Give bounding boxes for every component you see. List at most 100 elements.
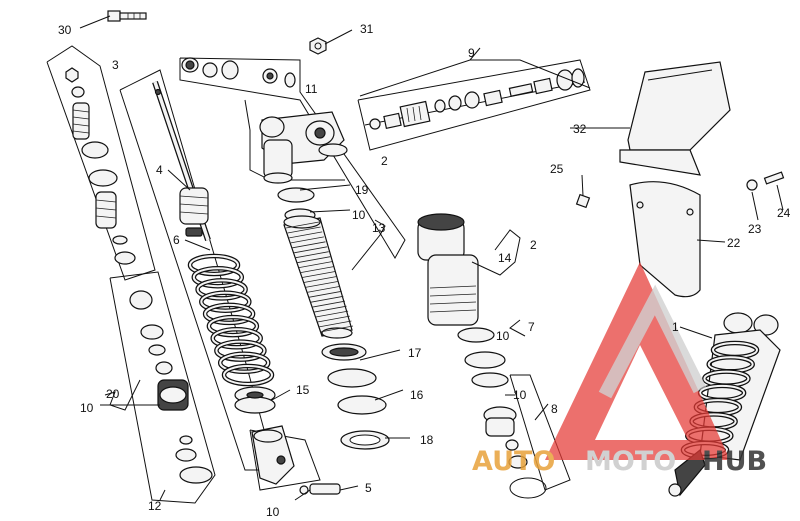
callout-30: 30 [58, 23, 72, 37]
spring-coil [200, 291, 251, 312]
watermark-text-auto: AUTO [472, 446, 555, 477]
bump-stop-4 [179, 187, 209, 237]
reservoir-14 [417, 213, 547, 499]
nut-31 [309, 37, 327, 55]
callout-5: 5 [365, 481, 372, 495]
group-brackets [46, 45, 591, 504]
spring-coil [211, 328, 262, 349]
damper-rib [319, 325, 354, 333]
damper-rib [303, 276, 337, 283]
callout-17: 17 [408, 346, 422, 360]
callout-22: 22 [727, 236, 741, 250]
callout-1: 1 [672, 320, 679, 334]
spring-coil [219, 352, 270, 373]
spring-coil [204, 303, 255, 324]
bracket-clevis [249, 429, 321, 491]
callout-20: 20 [106, 387, 120, 401]
screws [575, 171, 785, 209]
callout-labels: 30 31 9 3 11 32 4 2 19 25 23 24 10 13 6 … [58, 22, 791, 519]
damper-body-13 [283, 215, 354, 339]
spring-6 [187, 253, 275, 387]
damper-rib [310, 295, 344, 303]
spring-coil [192, 267, 243, 288]
bracket-shaft [119, 69, 276, 471]
callout-10-lower-right: 10 [513, 388, 527, 402]
damper-rib [300, 266, 334, 273]
watermark-logo-mark [545, 262, 730, 460]
bracket-top-eyelet [179, 57, 406, 259]
shock-body-top [259, 111, 348, 184]
damper-rib [313, 305, 347, 313]
callout-13: 13 [372, 221, 386, 235]
clevis-5 [251, 425, 341, 495]
damper-rib [292, 241, 326, 249]
callout-24: 24 [777, 206, 791, 220]
watermark-text-hub: HUB [702, 446, 767, 477]
callout-2-right: 2 [530, 238, 537, 252]
leader-lines [79, 15, 784, 501]
callout-2-upper: 2 [381, 154, 388, 168]
callout-23: 23 [748, 222, 762, 236]
spring-coil [196, 279, 247, 300]
adjuster-9 [364, 68, 586, 130]
callout-10-upper: 10 [352, 208, 366, 222]
damper-rib [290, 236, 324, 244]
assembled-shock-1 [668, 312, 781, 497]
callout-16: 16 [410, 388, 424, 402]
damper-rib [285, 221, 320, 229]
damper-rib [298, 261, 333, 268]
spring-coil [207, 316, 258, 337]
damper-rib [316, 315, 350, 323]
callout-19: 19 [355, 183, 369, 197]
bracket-body [244, 99, 345, 181]
damper-rib [295, 251, 329, 259]
spring-coil [189, 255, 239, 275]
preload-rings [321, 343, 390, 450]
left-part-stack [65, 67, 136, 265]
eyelet-bushings [181, 57, 296, 88]
callout-9: 9 [468, 46, 475, 60]
damper-rib [315, 310, 349, 318]
bracket-left-upper [46, 45, 156, 281]
mudguard-32 [619, 61, 731, 176]
bracket-right-lower [509, 374, 571, 491]
automotohub-watermark: AUTO MOTO HUB [472, 262, 767, 477]
damper-rib [311, 300, 345, 308]
bracket-adjuster [357, 59, 591, 151]
callout-10-bottom: 10 [266, 505, 280, 519]
damper-rib [294, 246, 328, 254]
callout-15: 15 [296, 383, 310, 397]
bolt-shank [119, 12, 147, 20]
callout-14: 14 [498, 251, 512, 265]
callout-11: 11 [305, 82, 318, 96]
damper-rib [289, 231, 323, 239]
watermark-text-moto: MOTO [585, 446, 676, 477]
callout-32: 32 [573, 122, 587, 136]
lower-left-stack [129, 290, 213, 484]
spring-coil [215, 340, 266, 361]
bracket-left-lower [109, 271, 216, 504]
callout-4: 4 [156, 163, 163, 177]
callout-25: 25 [550, 162, 564, 176]
callout-31: 31 [360, 22, 374, 36]
damper-rib [306, 286, 341, 293]
damper-rib [318, 320, 352, 328]
damper-rib [297, 256, 331, 264]
callout-8: 8 [551, 402, 558, 416]
callout-7: 7 [528, 320, 535, 334]
callout-6: 6 [173, 233, 180, 247]
callout-10-right: 10 [496, 329, 510, 343]
mudguard-22 [629, 181, 701, 298]
spring-coil [223, 365, 273, 385]
callout-12: 12 [148, 499, 162, 513]
callout-3: 3 [112, 58, 119, 72]
damper-rib [287, 226, 321, 234]
spring-seat-15 [234, 386, 276, 414]
bolt-30 [107, 10, 147, 22]
damper-rib [305, 281, 339, 288]
callout-18: 18 [420, 433, 434, 447]
callout-10-left: 10 [80, 401, 94, 415]
damper-rib [302, 271, 336, 278]
damper-rib [308, 290, 342, 298]
